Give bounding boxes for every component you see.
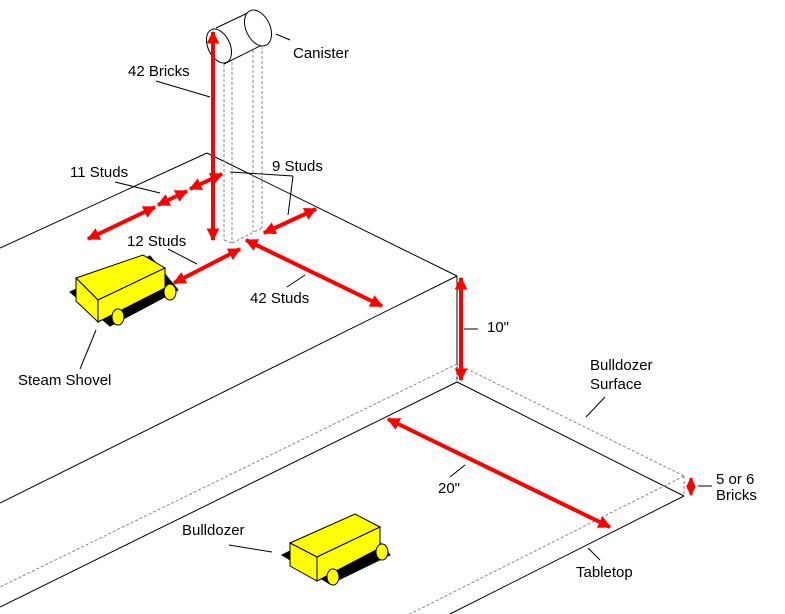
canister-icon: [205, 9, 273, 65]
arrow-11-studs-c: [188, 172, 224, 191]
label-bulldozer: Bulldozer: [182, 522, 245, 539]
arrow-11-studs-a: [86, 205, 157, 241]
arrow-12-studs: [172, 247, 242, 285]
arrow-20-inches: [386, 417, 612, 529]
steam-shovel-icon: [69, 254, 179, 327]
label-42-studs: 42 Studs: [250, 290, 310, 307]
upper-platform: [0, 152, 458, 504]
arrow-11-studs-b: [156, 189, 189, 207]
drop-column: [223, 46, 263, 244]
label-steam-shovel: Steam Shovel: [18, 372, 112, 389]
label-9-studs: 9 Studs: [272, 158, 323, 175]
dimension-arrows: [86, 30, 696, 529]
leader-lines: [79, 33, 712, 561]
label-11-studs: 11 Studs: [70, 164, 129, 181]
label-12-studs: 12 Studs: [127, 233, 187, 250]
label-20-inches: 20": [438, 480, 461, 497]
arrow-42-studs: [244, 238, 384, 308]
label-5-6-bricks-2: Bricks: [716, 487, 757, 504]
label-bulldozer-surface-1: Bulldozer: [590, 357, 653, 374]
bulldozer-icon: [280, 513, 391, 586]
label-bulldozer-surface-2: Surface: [590, 376, 642, 393]
label-42-bricks: 42 Bricks: [128, 63, 190, 80]
label-tabletop: Tabletop: [576, 564, 633, 581]
label-canister: Canister: [293, 45, 349, 62]
label-10-inches: 10": [487, 319, 510, 336]
arrow-9-studs: [262, 207, 318, 235]
label-5-6-bricks-1: 5 or 6: [716, 471, 755, 488]
